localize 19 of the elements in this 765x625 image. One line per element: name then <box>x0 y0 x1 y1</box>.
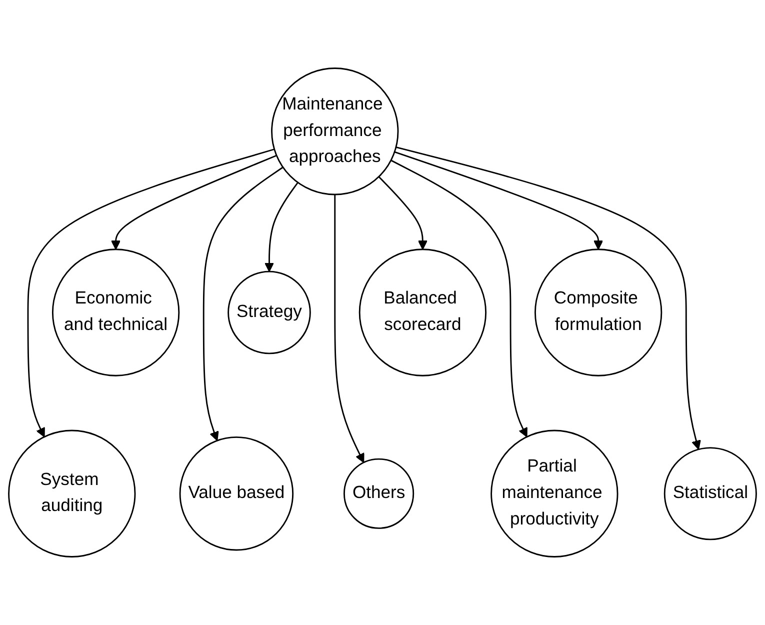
node-circle: Balanced scorecard <box>358 248 487 376</box>
node-circle: System auditing <box>8 430 136 558</box>
node-circle: Others <box>344 458 414 529</box>
node-circle: Strategy <box>228 270 311 354</box>
node-circle: Composite formulation <box>534 248 662 376</box>
node-circle: Maintenance performance approaches <box>271 68 399 196</box>
arrow <box>378 176 428 250</box>
node-circle: Partial maintenance productivity <box>490 430 618 558</box>
arrow <box>202 166 284 442</box>
arrow <box>264 182 298 272</box>
arrow <box>394 151 604 250</box>
arrow <box>396 146 701 450</box>
arrow <box>110 154 277 250</box>
arrow <box>390 160 528 438</box>
arrow <box>27 148 275 438</box>
node-circle: Value based <box>179 436 294 551</box>
node-circle: Economic and technical <box>52 248 180 376</box>
arrow <box>334 194 364 463</box>
node-circle: Statistical <box>664 447 757 540</box>
